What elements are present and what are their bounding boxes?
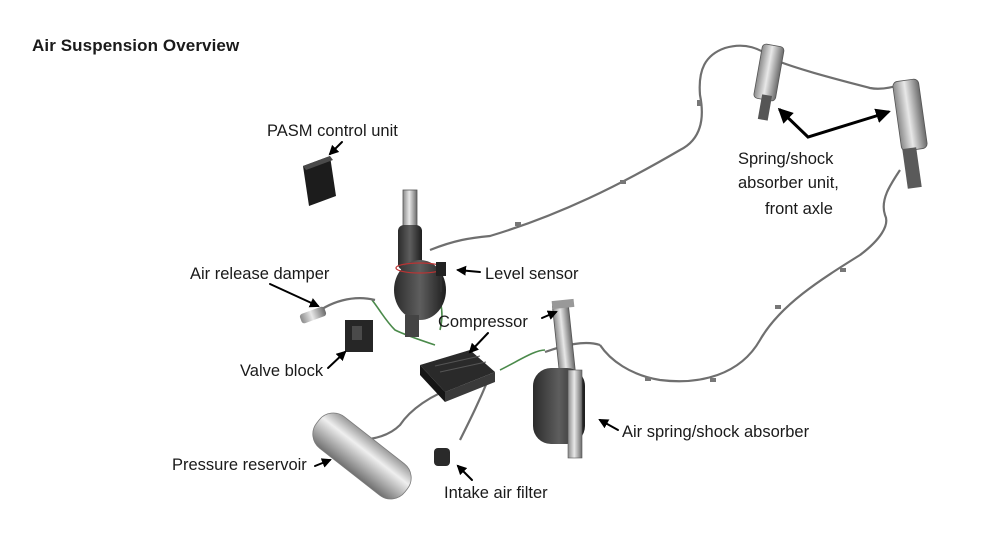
- pasm-control-unit: [303, 156, 336, 206]
- intake-air-filter: [434, 448, 450, 466]
- compressor: [420, 350, 495, 402]
- valve-block: [345, 320, 373, 352]
- pipe-network: [309, 44, 901, 442]
- label-air-spring-shock-absorber: Air spring/shock absorber: [622, 423, 810, 441]
- label-front-spring-line1: Spring/shock: [738, 150, 834, 168]
- air-spring-shock-absorber: [533, 298, 585, 459]
- level-sensor: [436, 262, 446, 292]
- label-front-spring-line3: front axle: [765, 200, 833, 218]
- rear-air-spring: [394, 189, 446, 337]
- front-spring-left: [753, 43, 785, 121]
- label-intake-air-filter: Intake air filter: [444, 484, 548, 502]
- label-pasm-control-unit: PASM control unit: [267, 122, 398, 140]
- air-release-damper: [299, 306, 327, 324]
- label-front-spring-line2: absorber unit,: [738, 174, 839, 192]
- pressure-reservoir: [312, 412, 412, 500]
- label-level-sensor: Level sensor: [485, 265, 579, 283]
- front-spring-right: [892, 78, 928, 189]
- label-pressure-reservoir: Pressure reservoir: [172, 456, 307, 474]
- label-valve-block: Valve block: [240, 362, 324, 380]
- label-compressor: Compressor: [438, 313, 528, 331]
- label-air-release-damper: Air release damper: [190, 265, 330, 283]
- page-title: Air Suspension Overview: [32, 36, 240, 55]
